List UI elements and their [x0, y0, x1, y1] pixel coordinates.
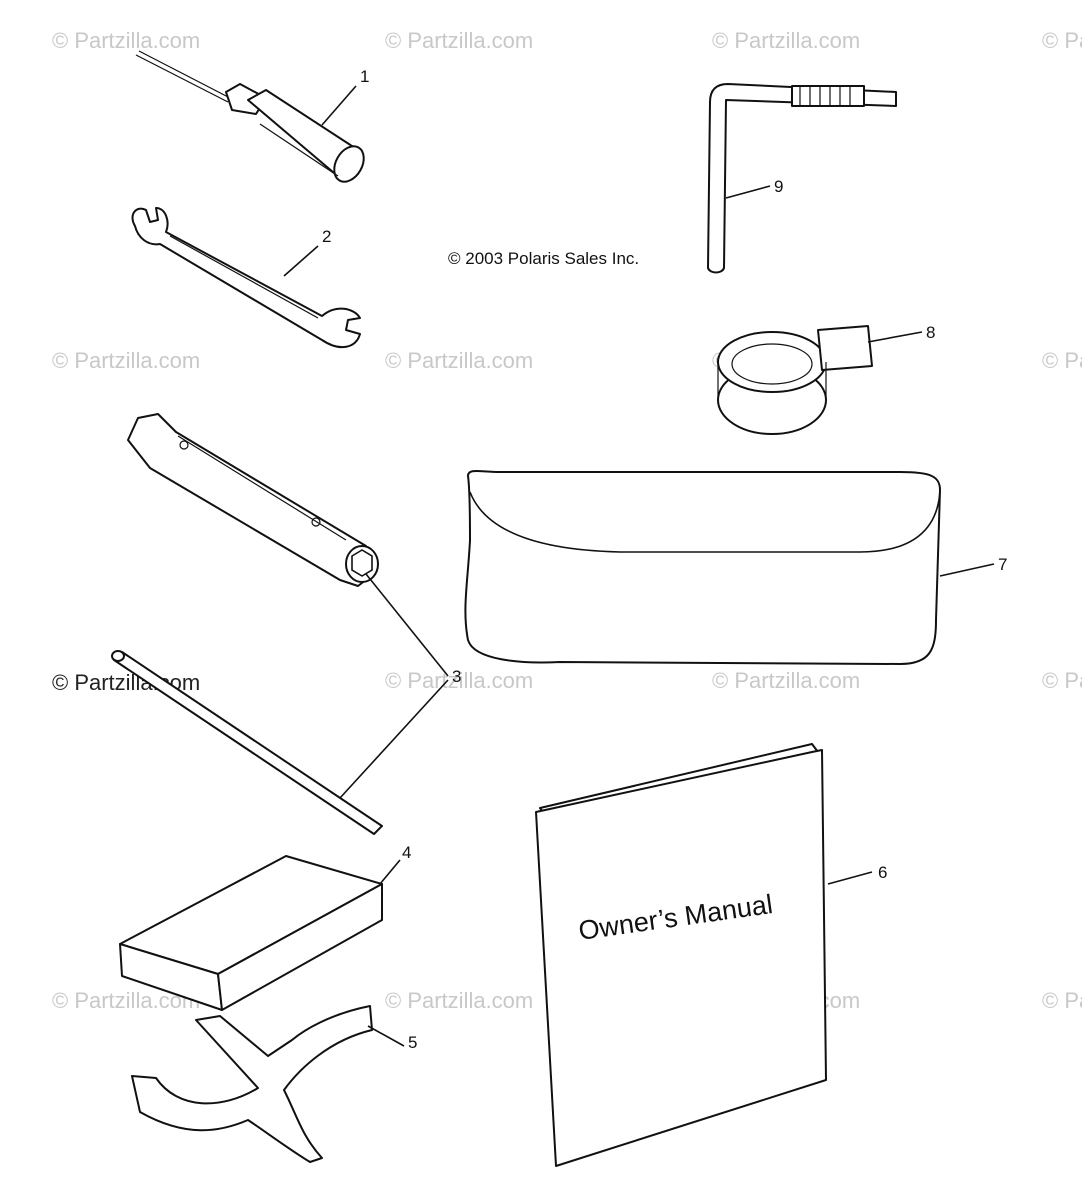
leader-line [365, 573, 449, 677]
callout-6: 6 [878, 863, 887, 882]
callout-1: 1 [360, 67, 369, 86]
strap-roll-icon [717, 325, 873, 435]
callout-9: 9 [774, 177, 783, 196]
watermark: © Partzilla.com [1042, 28, 1082, 53]
allen-key-icon [707, 83, 897, 274]
callout-8: 8 [926, 323, 935, 342]
callout-2: 2 [322, 227, 331, 246]
watermark: © Partzilla.com [52, 28, 200, 53]
wrench-icon [131, 207, 361, 349]
watermark: © Partzilla.com [385, 28, 533, 53]
leader-line [283, 245, 319, 277]
watermark: © Partzilla.com [712, 28, 860, 53]
spanner-icon [131, 1005, 373, 1163]
watermark: © Partzilla.com [712, 668, 860, 693]
block-icon [119, 855, 383, 1011]
leader-line [939, 563, 995, 577]
watermark: © Partzilla.com [1042, 988, 1082, 1013]
socket-wrench-icon [127, 413, 379, 587]
callout-7: 7 [998, 555, 1007, 574]
watermark: © Partzilla.com [1042, 668, 1082, 693]
watermark: © Partzilla.com [385, 348, 533, 373]
callout-5: 5 [408, 1033, 417, 1052]
watermark: © Partzilla.com [52, 348, 200, 373]
watermark: © Partzilla.com [385, 668, 533, 693]
owners-manual-icon: Owner’s Manual [535, 743, 827, 1167]
leader-line [867, 331, 923, 343]
tommy-bar-icon [111, 650, 383, 835]
callout-4: 4 [402, 843, 411, 862]
watermark: © Partzilla.com [1042, 348, 1082, 373]
callout-3: 3 [452, 667, 461, 686]
leader-line [367, 1025, 405, 1047]
watermark: © Partzilla.com [385, 988, 533, 1013]
leader-line [827, 871, 873, 885]
tool-pouch-icon [464, 470, 941, 665]
leader-line [725, 185, 771, 199]
leader-line [379, 859, 401, 885]
screwdriver-icon [135, 50, 365, 183]
key-grip [791, 85, 865, 107]
copyright-notice: © 2003 Polaris Sales Inc. [448, 249, 639, 268]
leader-line [339, 679, 449, 799]
leader-line [321, 85, 357, 126]
